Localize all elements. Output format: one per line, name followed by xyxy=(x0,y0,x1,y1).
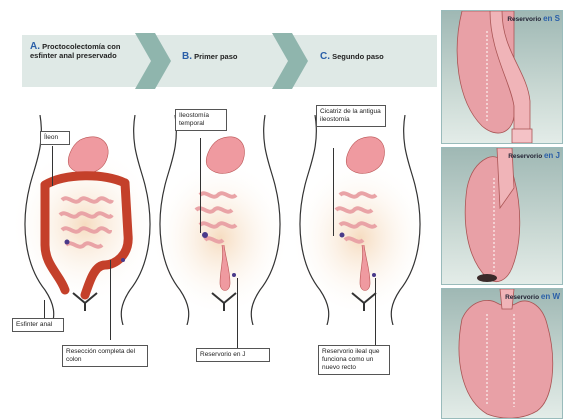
panel-reservorio-j: Reservorio en J xyxy=(441,147,563,285)
step-b-title: B. Primer paso xyxy=(182,52,272,61)
j-pouch-illustration xyxy=(442,148,563,285)
leader-line xyxy=(237,278,238,348)
leader-line xyxy=(110,260,111,340)
leader-line xyxy=(52,146,53,186)
leader-line xyxy=(375,278,376,348)
panel-label-j: Reservorio en J xyxy=(504,152,560,161)
panel-reservorio-w: Reservorio en W xyxy=(441,288,563,419)
panel-reservorio-s: Reservorio en S xyxy=(441,10,563,144)
leader-line xyxy=(44,300,45,318)
panel-label-w: Reservorio en W xyxy=(504,293,560,302)
chevron-arrow-icon xyxy=(133,31,173,91)
figure-a-anatomy xyxy=(10,115,160,325)
callout-reservorio-j: Reservorio en J xyxy=(196,348,270,362)
callout-ileon: Íleon xyxy=(40,131,70,145)
figure-b-anatomy xyxy=(150,115,290,325)
callout-ileostomia: Ileostomía temporal xyxy=(175,109,227,131)
panel-label-s: Reservorio en S xyxy=(504,15,560,24)
figure-c-anatomy xyxy=(290,115,430,325)
w-pouch-illustration xyxy=(442,289,563,419)
callout-reservorio-ileal: Reservorio ileal que funciona como un nu… xyxy=(318,345,390,375)
step-c-title: C. Segundo paso xyxy=(320,52,420,61)
leader-line xyxy=(200,138,201,233)
callout-reseccion: Resección completa del colon xyxy=(62,345,148,367)
callout-esfinter-anal: Esfinter anal xyxy=(12,318,64,332)
chevron-arrow-icon xyxy=(270,31,310,91)
step-a-title: A. Proctocolectomía con esfinter anal pr… xyxy=(30,42,135,60)
s-pouch-illustration xyxy=(442,11,563,144)
callout-cicatriz: Cicatriz de la antigua ileostomía xyxy=(316,105,386,127)
leader-line xyxy=(333,148,334,236)
